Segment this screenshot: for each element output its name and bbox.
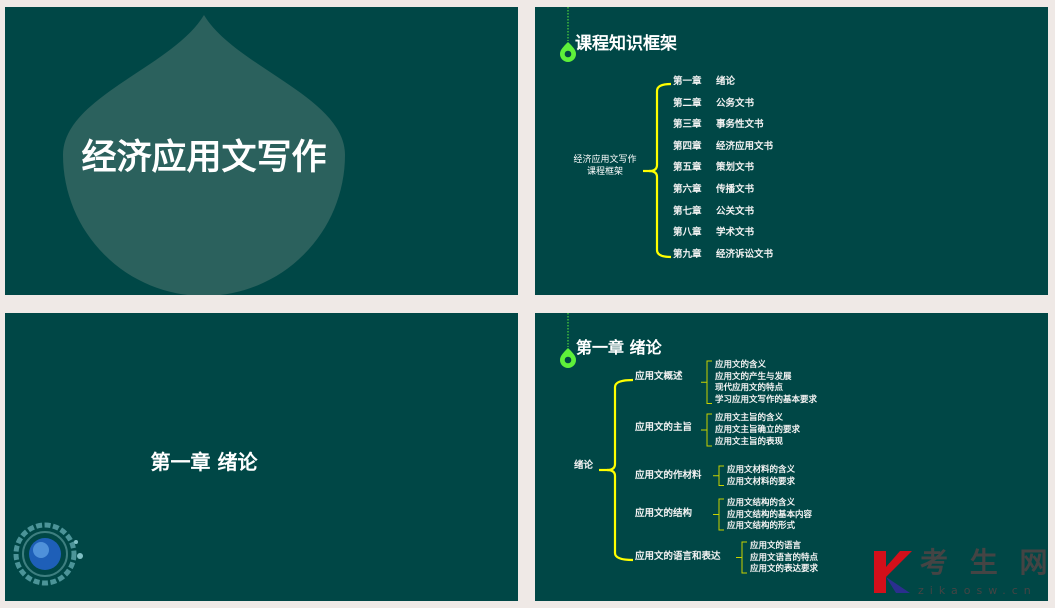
branch-subitem[interactable]: 应用文主旨确立的要求 [715, 425, 801, 435]
chapter-name: 公务文书 [716, 97, 755, 109]
globe-icon [13, 522, 83, 586]
chapter-number: 第八章 [673, 227, 702, 239]
mindmap-lines [560, 313, 747, 574]
chapter-item[interactable]: 第九章 经济诉讼文书 [673, 249, 773, 261]
branch-subitem[interactable]: 应用文的含义 [715, 360, 767, 370]
chapter-name: 绪论 [716, 76, 736, 87]
branch-subitem[interactable]: 应用文结构的含义 [727, 498, 796, 508]
branch-bracket [713, 465, 724, 486]
branch-bracket [713, 498, 724, 531]
chapter-name: 公关文书 [716, 205, 755, 217]
chapter-number: 第三章 [673, 119, 702, 131]
chapter-item[interactable]: 第八章 学术文书 [673, 227, 754, 239]
branch-label[interactable]: 应用文的作材料 [635, 470, 702, 481]
slide-chapter1-cover[interactable]: 第一章 绪论 [5, 313, 518, 601]
chapter-name: 传播文书 [716, 184, 755, 195]
chapter-item[interactable]: 第二章 公务文书 [673, 98, 754, 110]
branch-subitem[interactable]: 应用文主旨的表现 [715, 437, 784, 447]
branch-subitem[interactable]: 应用文材料的含义 [727, 465, 796, 475]
chapter-item[interactable]: 第六章 传播文书 [673, 184, 754, 196]
chapter-number: 第一章 [673, 76, 702, 87]
slide-title[interactable]: 经济应用文写作 [5, 7, 518, 295]
chapter-number: 第二章 [673, 97, 702, 109]
slide-course-framework[interactable]: 课程知识框架 经济应用文写作课程框架 第一章绪论第二章公务文书第三章事务性文书第… [535, 7, 1048, 295]
chapter-name: 策划文书 [716, 162, 755, 174]
branch-label[interactable]: 应用文概述 [635, 371, 683, 382]
branch-bracket [701, 413, 712, 447]
chapter-name: 经济应用文书 [716, 140, 774, 152]
chapter-item[interactable]: 第三章 事务性文书 [673, 119, 764, 131]
framework-root: 经济应用文写作课程框架 [573, 155, 637, 177]
watermark-logo: 考 生 网 zikaosw.cn [872, 547, 1048, 601]
branch-label[interactable]: 应用文的语言和表达 [635, 551, 721, 562]
branch-subitem[interactable]: 应用文的产生与发展 [715, 371, 792, 382]
branch-subitem[interactable]: 应用文的语言 [750, 541, 802, 551]
chapter-title: 第一章 绪论 [150, 450, 258, 474]
chapter-name: 事务性文书 [716, 119, 764, 131]
chapter-number: 第九章 [673, 248, 702, 260]
branch-subitem[interactable]: 应用文主旨的含义 [715, 413, 784, 423]
chapter-number: 第五章 [673, 162, 702, 174]
chapter-number: 第七章 [673, 205, 702, 217]
branch-subitem[interactable]: 学习应用文写作的基本要求 [715, 394, 818, 405]
chapter-item[interactable]: 第四章 经济应用文书 [673, 141, 773, 153]
chapter-item[interactable]: 第七章 公关文书 [673, 206, 754, 218]
branch-subitem[interactable]: 应用文材料的要求 [727, 476, 796, 487]
chapter-name: 学术文书 [716, 227, 755, 239]
slide-heading: 第一章 绪论 [576, 338, 662, 357]
branch-bracket [701, 360, 712, 404]
branch-subitem[interactable]: 应用文结构的形式 [727, 521, 796, 531]
chapter-number: 第六章 [673, 184, 702, 195]
branch-label[interactable]: 应用文的结构 [635, 508, 693, 519]
presentation-title: 经济应用文写作 [81, 138, 327, 178]
branch-subitem[interactable]: 应用文的表达要求 [750, 564, 819, 574]
drop-shape [63, 15, 345, 295]
slide-heading: 课程知识框架 [575, 34, 677, 54]
chapter-item[interactable]: 第五章 策划文书 [673, 162, 754, 174]
branch-subitem[interactable]: 现代应用文的特点 [715, 383, 784, 393]
pin-and-bracket [560, 7, 672, 259]
branch-bracket [736, 541, 747, 574]
branch-subitem[interactable]: 应用文语言的特点 [750, 552, 819, 563]
slide-chapter1-outline[interactable]: 第一章 绪论 绪论 应用文概述 应用文的含义应用文的产生与发展现代应用文的特点学习… [535, 313, 1048, 601]
branch-label[interactable]: 应用文的主旨 [635, 422, 693, 433]
chapter-number: 第四章 [673, 140, 702, 152]
chapter-name: 经济诉讼文书 [716, 248, 774, 260]
branch-subitem[interactable]: 应用文结构的基本内容 [727, 509, 813, 520]
chapter-item[interactable]: 第一章 绪论 [673, 76, 735, 88]
mindmap-root: 绪论 [574, 460, 594, 471]
